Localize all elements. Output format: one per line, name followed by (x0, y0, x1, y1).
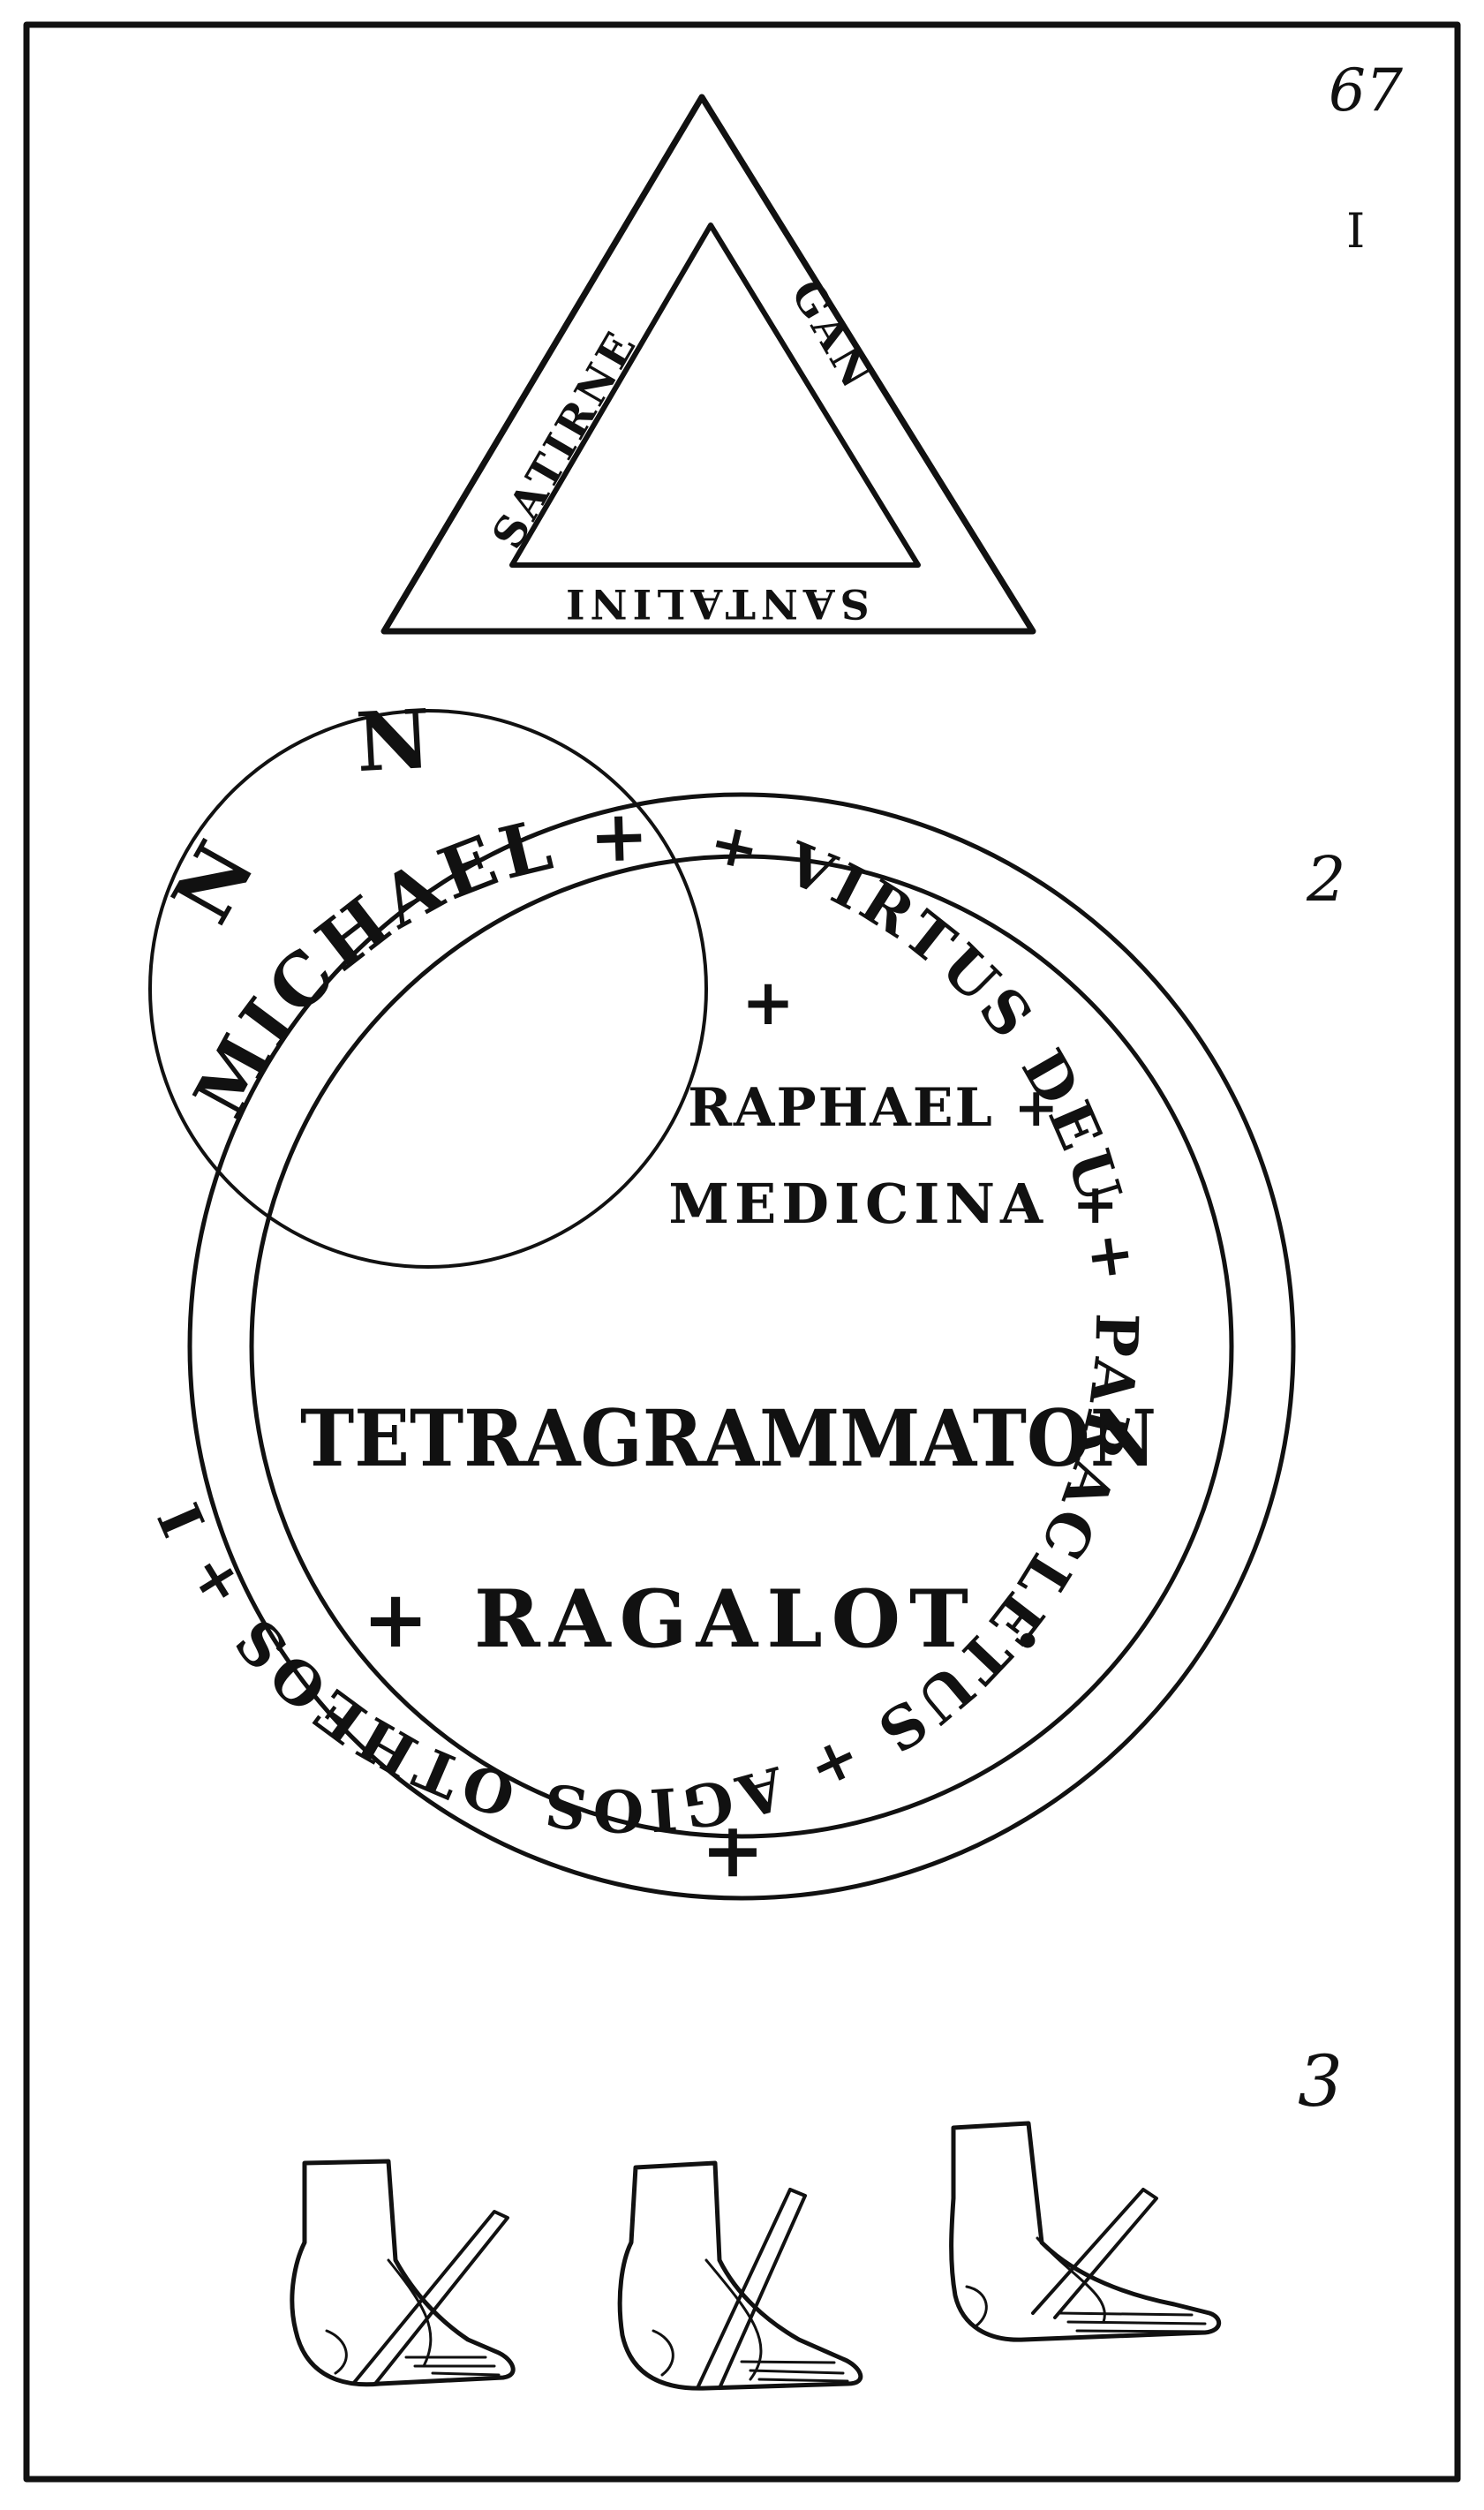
cross-top: + (742, 964, 795, 1039)
inner-triangle (509, 222, 921, 568)
inner-ring-circle (249, 854, 1234, 1839)
plate-border (23, 21, 1461, 2483)
small-overlap-circle (148, 709, 708, 1269)
figure-3-feet (290, 2121, 1222, 2391)
figure-number-1: I (1346, 203, 1365, 259)
ring-text-invocation: + VIRTUS DEU + PARACLETUS + AGIOS OTHEOS… (0, 0, 1147, 1845)
raphael-text: RAPHAEL + (688, 1077, 1060, 1139)
figure-number-2: 2 (1306, 843, 1346, 916)
figure-1-triangle: SATIRNE GAN SANTALINI (380, 94, 1036, 635)
medicina-text: MEDICINA + (668, 1172, 1123, 1236)
outer-ring-circle (187, 792, 1296, 1901)
triangle-label-base: SANTALINI (561, 580, 870, 628)
ragalot-text: + RAGALOT . (362, 1572, 1050, 1666)
foot-1 (290, 2159, 516, 2387)
foot-2 (617, 2160, 863, 2391)
foot-3 (949, 2121, 1222, 2342)
outer-triangle (380, 94, 1036, 635)
center-name: TETRAGRAMMATON (300, 1392, 1156, 1484)
triangle-label-left: SATIRNE (483, 321, 647, 557)
triangle-label-right: GAN (781, 272, 884, 399)
page-number: 67 (1329, 57, 1403, 124)
figure-number-3: 3 (1298, 2040, 1343, 2122)
cross-bottom: + (701, 1805, 765, 1895)
figure-2-circles: N N MICHAEL + + VIRTUS DEU + PARACLETUS … (0, 0, 1296, 1901)
